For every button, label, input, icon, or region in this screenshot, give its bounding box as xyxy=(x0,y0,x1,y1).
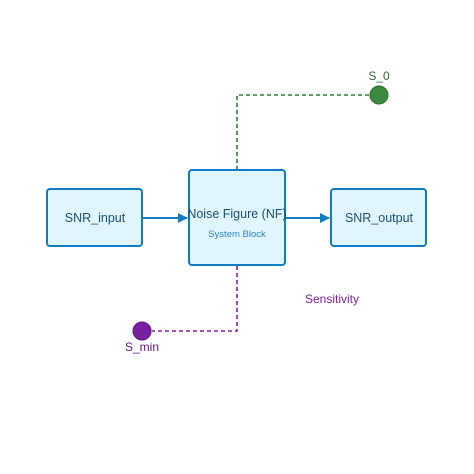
snr-input-label: SNR_input xyxy=(65,211,126,225)
smin-connector-line xyxy=(152,266,238,332)
s0-node-dot xyxy=(369,85,389,105)
snr-input-block: SNR_input xyxy=(46,188,143,247)
s0-node-label: S_0 xyxy=(368,69,390,83)
smin-node-dot xyxy=(132,321,152,341)
s0-connector-line xyxy=(236,94,369,170)
sensitivity-annotation: Sensitivity xyxy=(305,292,359,306)
system-block-label: System Block xyxy=(208,229,266,240)
s0-node: S_0 xyxy=(368,69,390,105)
noise-figure-label: Noise Figure (NF) xyxy=(187,207,286,221)
snr-output-label: SNR_output xyxy=(345,211,414,225)
noise-figure-block: Noise Figure (NF) System Block xyxy=(187,169,287,266)
smin-node: S_min xyxy=(125,321,159,354)
snr-output-block: SNR_output xyxy=(330,188,427,247)
smin-node-label: S_min xyxy=(125,340,159,354)
